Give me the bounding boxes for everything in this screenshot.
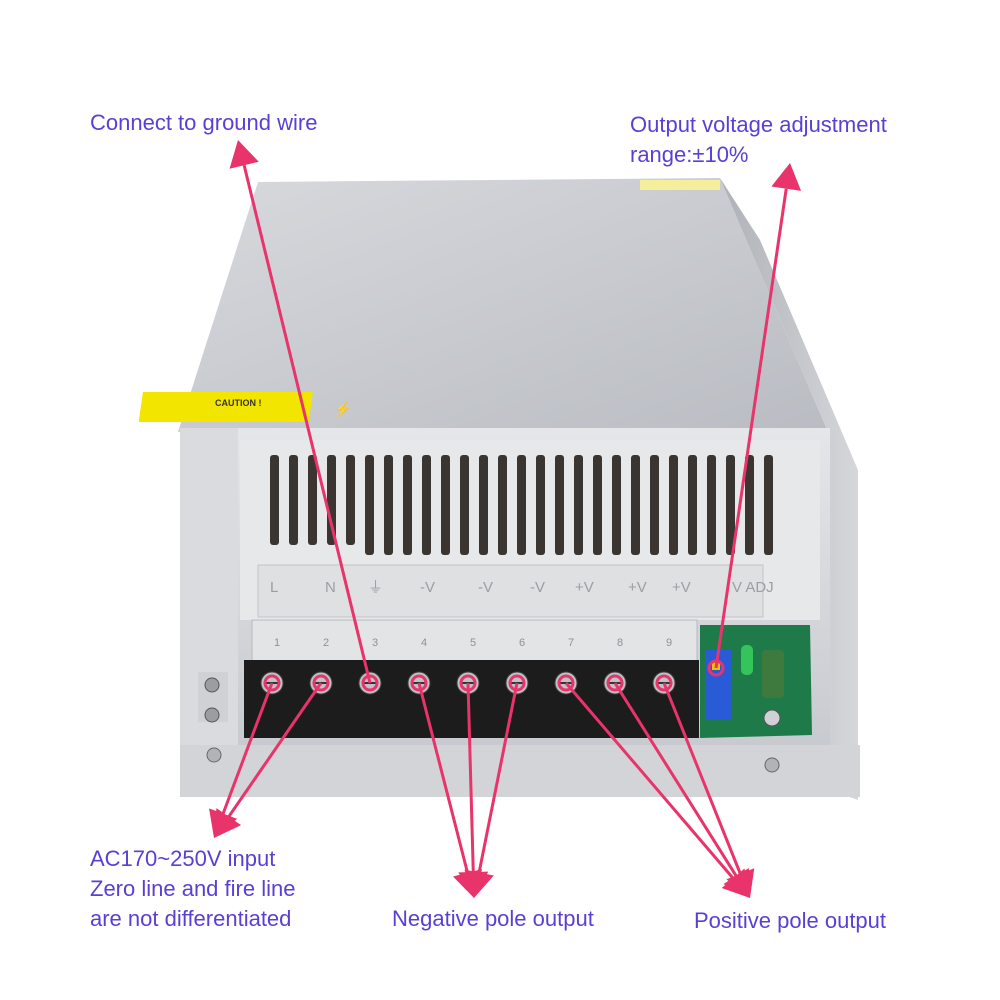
terminal-label: ⏚ xyxy=(368,579,383,596)
neg-arrow-6 xyxy=(464,674,526,898)
status-led xyxy=(741,645,753,675)
pos-arrow-9 xyxy=(655,674,755,898)
vent-slot xyxy=(555,455,564,555)
terminal-label: +V xyxy=(575,579,594,596)
ac-input-label-line1: AC170~250V input xyxy=(90,846,276,871)
vent-slot xyxy=(327,455,336,545)
ac-input-label-line3: are not differentiated xyxy=(90,906,292,931)
ac-arrow-n xyxy=(214,674,330,838)
vent-slot xyxy=(270,455,279,545)
adjust-arrow xyxy=(707,163,802,677)
terminal-number: 6 xyxy=(519,637,525,649)
vent-slot xyxy=(384,455,393,555)
vent-slot xyxy=(403,455,412,555)
terminal-number: 2 xyxy=(323,637,329,649)
terminal-label: L xyxy=(270,579,278,596)
terminal-number: 7 xyxy=(568,637,574,649)
vent-slot xyxy=(536,455,545,555)
terminal-number: 4 xyxy=(421,637,427,649)
vent-slot xyxy=(574,455,583,555)
vent-slot xyxy=(498,455,507,555)
vent-slot xyxy=(346,455,355,545)
ground-wire-label: Connect to ground wire xyxy=(90,110,318,135)
capacitor xyxy=(762,650,784,698)
terminal-label: V ADJ xyxy=(732,579,774,596)
hazard-icon: ⚡ xyxy=(334,401,351,418)
vent-slot xyxy=(688,455,697,555)
voltage-adjust-label-line1: Output voltage adjustment xyxy=(630,112,887,137)
vent-slot xyxy=(707,455,716,555)
terminal-label: -V xyxy=(478,579,493,596)
vent-slot xyxy=(669,455,678,555)
terminal-label: N xyxy=(325,579,336,596)
vent-slot xyxy=(764,455,773,555)
terminal-label: -V xyxy=(530,579,545,596)
terminal-label: +V xyxy=(628,579,647,596)
vent-slot xyxy=(479,455,488,555)
vent-slot xyxy=(631,455,640,555)
terminal-label: +V xyxy=(672,579,691,596)
ground-arrow xyxy=(229,140,379,692)
mounting-screw-right xyxy=(764,757,780,773)
vent-slot xyxy=(365,455,374,555)
terminal-number: 8 xyxy=(617,637,623,649)
vent-slot xyxy=(612,455,621,555)
terminal-number: 9 xyxy=(666,637,672,649)
ac-input-label-line2: Zero line and fire line xyxy=(90,876,296,901)
positive-output-label: Positive pole output xyxy=(694,908,887,933)
top-sticker xyxy=(640,180,720,190)
left-flange xyxy=(180,428,238,794)
terminal-number: 1 xyxy=(274,637,280,649)
caution-title: CAUTION ! xyxy=(215,398,262,408)
vent-slot xyxy=(289,455,298,545)
pcb-corner xyxy=(700,625,812,738)
terminal-labels: L N ⏚ -V -V -V +V +V +V V ADJ xyxy=(270,579,774,596)
terminal-cover xyxy=(251,619,698,663)
negative-output-label: Negative pole output xyxy=(392,906,594,931)
vent-slot xyxy=(441,455,450,555)
vent-slot xyxy=(517,455,526,555)
annotation-arrows xyxy=(209,140,802,898)
vent-slot xyxy=(308,455,317,545)
vent-slot xyxy=(745,455,754,555)
base-plate xyxy=(180,745,860,797)
terminal-number: 3 xyxy=(372,637,378,649)
vent-slot xyxy=(422,455,431,555)
voltage-adjust-label-line2: range:±10% xyxy=(630,142,749,167)
terminal-numbers: 1 2 3 4 5 6 7 8 9 xyxy=(274,637,672,649)
vent-slot xyxy=(650,455,659,555)
vent-slots xyxy=(270,455,773,555)
vent-slot xyxy=(593,455,602,555)
vent-slot xyxy=(726,455,735,555)
terminal-number: 5 xyxy=(470,637,476,649)
case-top xyxy=(178,178,828,432)
case-right-side xyxy=(720,178,858,800)
terminal-block xyxy=(244,660,699,738)
terminal-label: -V xyxy=(420,579,435,596)
vent-slot xyxy=(460,455,469,555)
mounting-screws-left xyxy=(198,672,228,763)
caution-label: CAUTION ! ⚡ xyxy=(138,392,351,422)
